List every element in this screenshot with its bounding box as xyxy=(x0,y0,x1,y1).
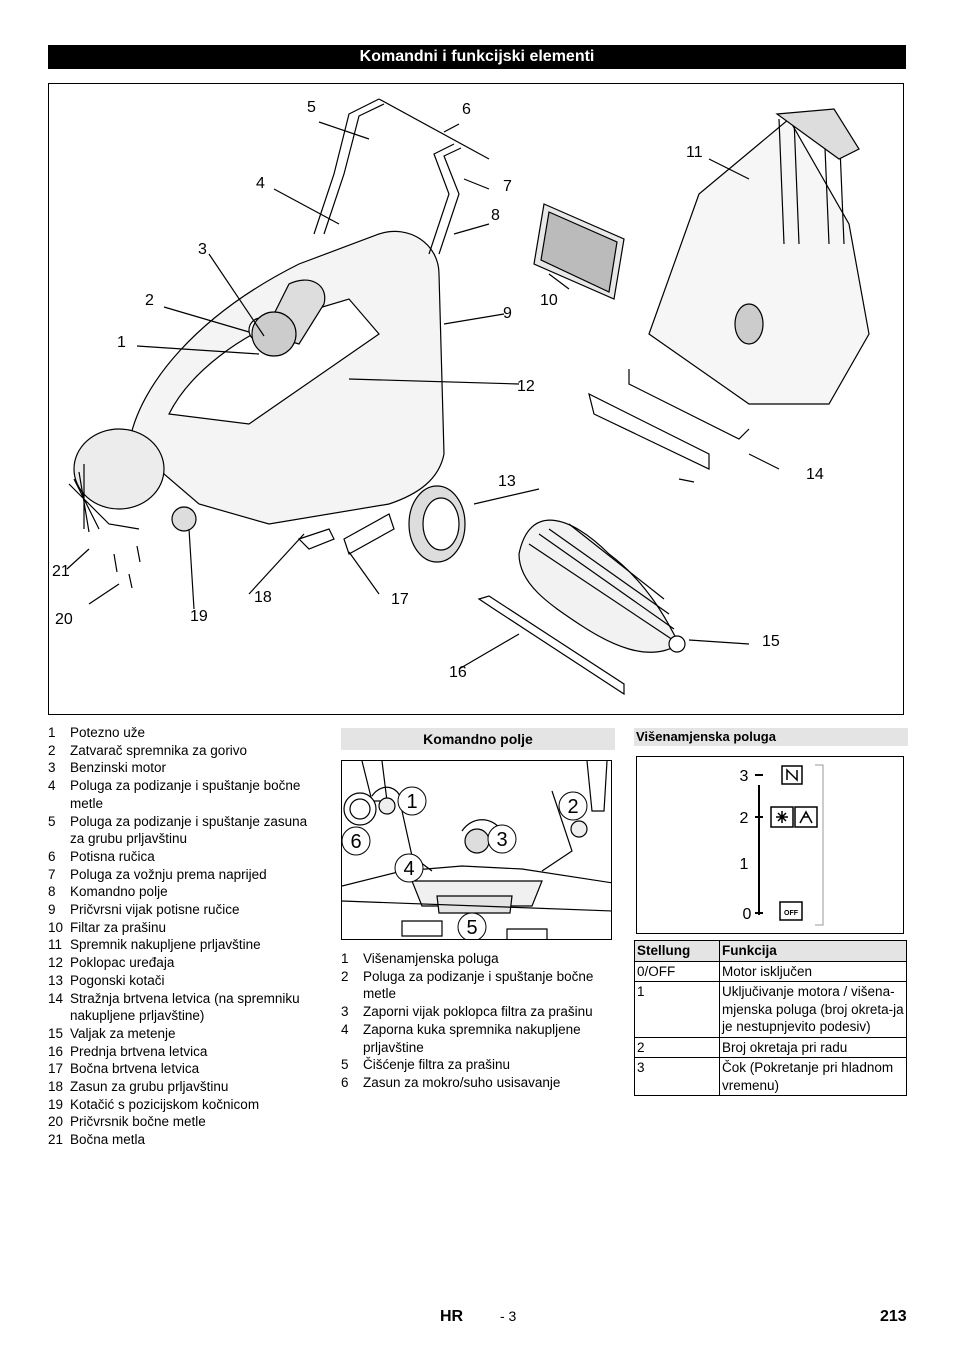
callout-4: 4 xyxy=(256,175,265,192)
panel-callout-5: 5 xyxy=(466,917,477,939)
panel-callout-4: 4 xyxy=(403,858,414,880)
lever-positions-drawing: 3 2 1 0 OFF xyxy=(740,764,824,926)
callout-18: 18 xyxy=(254,589,272,606)
callout-14: 14 xyxy=(806,466,824,483)
footer-section: - 3 xyxy=(500,1308,517,1324)
callout-3: 3 xyxy=(198,241,207,258)
control-panel-drawing: 1 2 3 4 5 6 xyxy=(342,761,611,939)
callout-16: 16 xyxy=(449,664,467,681)
callout-2: 2 xyxy=(145,292,154,309)
table-row: 2 Broj okretaja pri radu xyxy=(634,1036,907,1058)
lever-position-2: 2 xyxy=(740,810,749,827)
table-cell: Broj okretaja pri radu xyxy=(719,1036,907,1058)
footer-page-number: 213 xyxy=(880,1308,907,1325)
table-row: 0/OFF Motor isključen xyxy=(634,960,907,982)
panel-callout-2: 2 xyxy=(567,796,578,818)
table-cell: Čok (Pokretanje pri hladnom vremenu) xyxy=(719,1057,907,1096)
lever-function-table: Stellung Funkcija 0/OFF Motor isključen … xyxy=(634,940,907,1096)
table-row: 1 Uključivanje motora / višena-mjenska p… xyxy=(634,981,907,1038)
lever-position-1: 1 xyxy=(740,856,749,873)
table-header: Stellung xyxy=(634,940,720,962)
lever-position-0: 0 xyxy=(743,906,752,923)
table-header: Funkcija xyxy=(719,940,907,962)
callout-8: 8 xyxy=(491,207,500,224)
callout-1: 1 xyxy=(117,334,126,351)
multi-lever-heading: Višenamjenska poluga xyxy=(634,728,908,746)
off-icon: OFF xyxy=(784,910,799,917)
table-header-row: Stellung Funkcija xyxy=(634,940,907,962)
callout-21: 21 xyxy=(52,563,70,580)
machine-illustration: 1 2 3 4 5 6 7 8 9 10 11 12 13 14 15 16 1… xyxy=(48,83,904,715)
multi-lever-illustration: 3 2 1 0 OFF xyxy=(636,756,904,934)
table-cell: 3 xyxy=(634,1057,720,1096)
callout-9: 9 xyxy=(503,305,512,322)
control-panel-illustration: 1 2 3 4 5 6 xyxy=(341,760,612,940)
callout-7: 7 xyxy=(503,178,512,195)
panel-callout-1: 1 xyxy=(406,791,417,813)
table-cell: 0/OFF xyxy=(634,960,720,982)
panel-callout-6: 6 xyxy=(350,831,361,853)
callout-5: 5 xyxy=(307,99,316,116)
callout-19: 19 xyxy=(190,608,208,625)
footer-language: HR xyxy=(440,1308,464,1325)
callout-10: 10 xyxy=(540,292,558,309)
table-cell: 2 xyxy=(634,1036,720,1058)
callout-11: 11 xyxy=(686,144,703,161)
callout-12: 12 xyxy=(517,378,535,395)
callout-13: 13 xyxy=(498,473,516,490)
sweeper-drawing xyxy=(66,98,870,696)
lever-position-3: 3 xyxy=(740,768,749,785)
table-cell: 1 xyxy=(634,981,720,1038)
callout-17: 17 xyxy=(391,591,409,608)
table-cell: Uključivanje motora / višena-mjenska pol… xyxy=(719,981,907,1038)
callout-6: 6 xyxy=(462,101,471,118)
page-title: Komandni i funkcijski elementi xyxy=(48,45,906,69)
callout-15: 15 xyxy=(762,633,780,650)
table-row: 3 Čok (Pokretanje pri hladnom vremenu) xyxy=(634,1057,907,1096)
callout-20: 20 xyxy=(55,611,73,628)
panel-callout-3: 3 xyxy=(496,829,507,851)
table-cell: Motor isključen xyxy=(719,960,907,982)
control-panel-heading: Komandno polje xyxy=(341,728,615,750)
